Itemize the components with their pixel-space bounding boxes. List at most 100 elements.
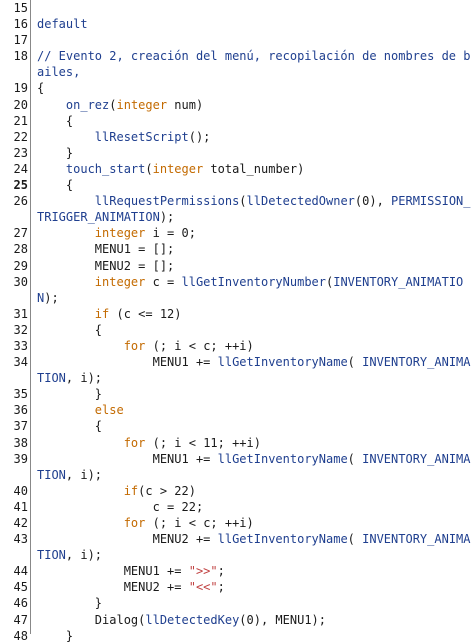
code-content[interactable]: } bbox=[30, 595, 471, 611]
code-text bbox=[37, 194, 95, 208]
keyword-token: if bbox=[94, 306, 110, 321]
line-number: 19 bbox=[13, 81, 28, 96]
code-line[interactable]: 18// Evento 2, creación del menú, recopi… bbox=[0, 48, 471, 80]
code-line[interactable]: 28 MENU1 = []; bbox=[0, 241, 471, 257]
code-line[interactable]: 34 MENU1 += llGetInventoryName( INVENTOR… bbox=[0, 354, 471, 386]
code-line[interactable]: 25 { bbox=[0, 177, 471, 193]
code-line[interactable]: 22 llResetScript(); bbox=[0, 129, 471, 145]
code-text: total_number) bbox=[203, 161, 305, 176]
code-line[interactable]: 15​ bbox=[0, 0, 471, 16]
line-number: 23 bbox=[13, 145, 28, 160]
line-number: 34 bbox=[13, 355, 28, 370]
code-line[interactable]: 17​ bbox=[0, 32, 471, 48]
function-token: llDetectedKey bbox=[145, 612, 240, 627]
code-line[interactable]: 35 } bbox=[0, 386, 471, 402]
code-line[interactable]: 32 { bbox=[0, 322, 471, 338]
code-line[interactable]: 47 Dialog(llDetectedKey(0), MENU1); bbox=[0, 612, 471, 628]
code-line[interactable]: 29 MENU2 = []; bbox=[0, 258, 471, 274]
code-text bbox=[37, 484, 124, 498]
constant-token: INVENTORY_ANIMATION bbox=[37, 355, 471, 386]
function-token: llGetInventoryNumber bbox=[181, 274, 327, 289]
function-token: llDetectedOwner bbox=[246, 194, 355, 209]
code-content[interactable]: { bbox=[30, 177, 471, 193]
code-line[interactable]: 20 on_rez(integer num) bbox=[0, 97, 471, 113]
code-line[interactable]: 24 touch_start(integer total_number) bbox=[0, 161, 471, 177]
code-content[interactable]: Dialog(llDetectedKey(0), MENU1); bbox=[30, 612, 471, 628]
code-content[interactable]: touch_start(integer total_number) bbox=[30, 161, 471, 177]
code-content[interactable]: // Evento 2, creación del menú, recopila… bbox=[30, 48, 471, 80]
code-line[interactable]: 39 MENU1 += llGetInventoryName( INVENTOR… bbox=[0, 451, 471, 483]
code-content[interactable]: default bbox=[30, 16, 471, 32]
line-number: 47 bbox=[13, 612, 28, 627]
code-content[interactable]: MENU1 = []; bbox=[30, 241, 471, 257]
code-content[interactable]: } bbox=[30, 628, 471, 644]
code-content[interactable]: integer i = 0; bbox=[30, 225, 471, 241]
code-text: { bbox=[37, 322, 103, 337]
code-line[interactable]: 19{ bbox=[0, 80, 471, 96]
code-content[interactable]: { bbox=[30, 418, 471, 434]
code-line[interactable]: 37 { bbox=[0, 418, 471, 434]
code-content[interactable]: llResetScript(); bbox=[30, 129, 471, 145]
code-text: (; i < c; ++i) bbox=[145, 338, 254, 353]
code-text: ( bbox=[109, 97, 117, 112]
code-content[interactable]: { bbox=[30, 80, 471, 96]
code-content[interactable]: MENU1 += ">>"; bbox=[30, 563, 471, 579]
code-line[interactable]: 48 } bbox=[0, 628, 471, 644]
code-content[interactable]: on_rez(integer num) bbox=[30, 97, 471, 113]
code-text: (0), MENU1); bbox=[239, 612, 326, 627]
code-line[interactable]: 43 MENU2 += llGetInventoryName( INVENTOR… bbox=[0, 531, 471, 563]
code-text bbox=[37, 403, 95, 417]
line-number: 33 bbox=[13, 338, 28, 353]
code-text: , i); bbox=[65, 371, 103, 386]
code-content[interactable]: ​ bbox=[30, 0, 471, 16]
constant-token: INVENTORY_ANIMATION bbox=[37, 274, 464, 305]
code-content[interactable]: { bbox=[30, 322, 471, 338]
code-content[interactable]: c = 22; bbox=[30, 499, 471, 515]
code-text: (; i < 11; ++i) bbox=[145, 435, 261, 450]
code-content[interactable]: if(c > 22) bbox=[30, 483, 471, 499]
code-text: Dialog( bbox=[37, 612, 146, 627]
code-content[interactable]: MENU2 += "<<"; bbox=[30, 579, 471, 595]
code-text: (c <= 12) bbox=[109, 306, 182, 321]
code-content[interactable]: MENU1 += llGetInventoryName( INVENTORY_A… bbox=[30, 354, 471, 386]
code-content[interactable]: for (; i < 11; ++i) bbox=[30, 435, 471, 451]
code-content[interactable]: MENU2 += llGetInventoryName( INVENTORY_A… bbox=[30, 531, 471, 563]
code-content[interactable]: { bbox=[30, 113, 471, 129]
code-text: } bbox=[37, 628, 74, 643]
code-content[interactable]: MENU2 = []; bbox=[30, 258, 471, 274]
code-line[interactable]: 44 MENU1 += ">>"; bbox=[0, 563, 471, 579]
code-content[interactable]: ​ bbox=[30, 32, 471, 48]
code-content[interactable]: integer c = llGetInventoryNumber(INVENTO… bbox=[30, 274, 471, 306]
code-line[interactable]: 23 } bbox=[0, 145, 471, 161]
code-content[interactable]: } bbox=[30, 386, 471, 402]
code-content[interactable]: MENU1 += llGetInventoryName( INVENTORY_A… bbox=[30, 451, 471, 483]
code-line[interactable]: 36 else bbox=[0, 402, 471, 418]
code-line[interactable]: 31 if (c <= 12) bbox=[0, 306, 471, 322]
line-number: 18 bbox=[13, 49, 28, 64]
code-line[interactable]: 42 for (; i < c; ++i) bbox=[0, 515, 471, 531]
code-content[interactable]: else bbox=[30, 402, 471, 418]
code-line[interactable]: 26 llRequestPermissions(llDetectedOwner(… bbox=[0, 193, 471, 225]
code-line[interactable]: 30 integer c = llGetInventoryNumber(INVE… bbox=[0, 274, 471, 306]
code-content[interactable]: if (c <= 12) bbox=[30, 306, 471, 322]
code-line[interactable]: 33 for (; i < c; ++i) bbox=[0, 338, 471, 354]
code-line[interactable]: 41 c = 22; bbox=[0, 499, 471, 515]
code-line[interactable]: 40 if(c > 22) bbox=[0, 483, 471, 499]
code-text bbox=[37, 339, 124, 353]
code-line[interactable]: 46 } bbox=[0, 595, 471, 611]
code-line[interactable]: 21 { bbox=[0, 113, 471, 129]
line-number: 32 bbox=[13, 322, 28, 337]
code-content[interactable]: } bbox=[30, 145, 471, 161]
code-content[interactable]: llRequestPermissions(llDetectedOwner(0),… bbox=[30, 193, 471, 225]
keyword-token: for bbox=[123, 516, 146, 530]
code-content[interactable]: for (; i < c; ++i) bbox=[30, 338, 471, 354]
code-line[interactable]: 45 MENU2 += "<<"; bbox=[0, 579, 471, 595]
keyword-token: for bbox=[123, 435, 146, 450]
code-content[interactable]: for (; i < c; ++i) bbox=[30, 515, 471, 531]
code-line[interactable]: 27 integer i = 0; bbox=[0, 225, 471, 241]
code-line[interactable]: 38 for (; i < 11; ++i) bbox=[0, 435, 471, 451]
line-number: 20 bbox=[13, 97, 28, 112]
